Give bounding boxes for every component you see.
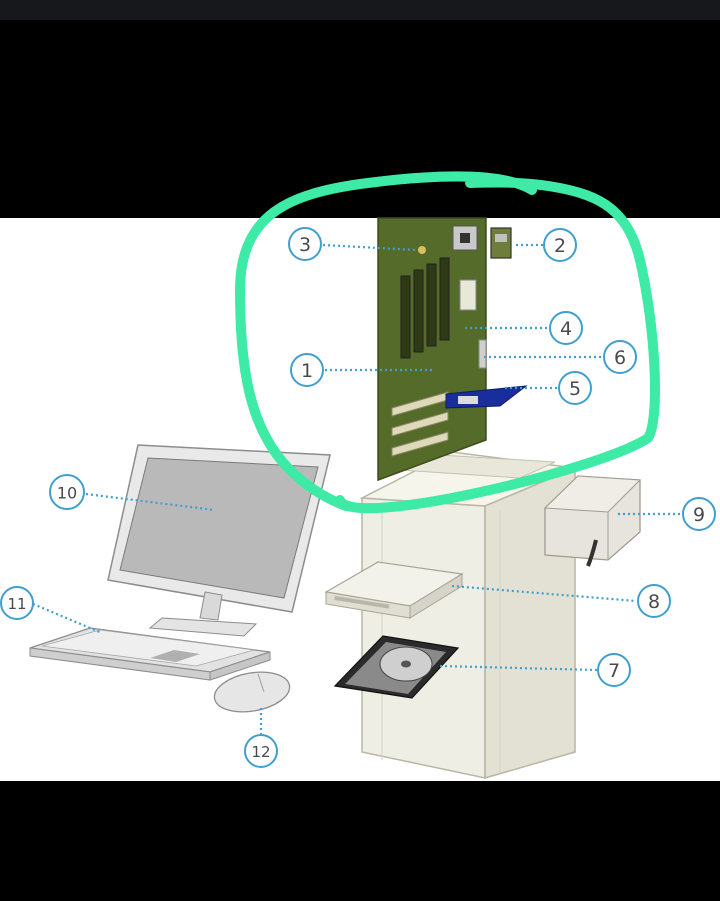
callout-4: 4 <box>549 311 583 345</box>
hard-disk-drive <box>333 635 460 699</box>
callout-label: 10 <box>57 484 77 503</box>
ram-module <box>490 227 512 259</box>
callout-5: 5 <box>558 371 592 405</box>
callout-1: 1 <box>290 353 324 387</box>
callout-leaders <box>32 243 682 734</box>
keyboard <box>29 627 271 681</box>
callout-label: 8 <box>648 591 660 613</box>
callout-label: 11 <box>7 595 26 613</box>
monitor <box>107 444 331 637</box>
callout-8: 8 <box>637 584 671 618</box>
callout-label: 2 <box>554 235 566 257</box>
callout-11: 11 <box>0 586 34 620</box>
power-supply <box>543 475 642 567</box>
callout-7: 7 <box>597 653 631 687</box>
optical-drive <box>324 561 464 619</box>
callout-label: 12 <box>251 743 270 761</box>
highlight-annotation <box>235 171 660 514</box>
callout-3: 3 <box>288 227 322 261</box>
callout-2: 2 <box>543 228 577 262</box>
expansion-card <box>445 385 528 409</box>
callout-label: 3 <box>299 234 311 256</box>
callout-label: 5 <box>569 378 581 400</box>
callout-label: 1 <box>301 360 313 382</box>
status-bar <box>0 0 720 20</box>
motherboard <box>377 217 487 482</box>
callout-label: 7 <box>608 660 620 682</box>
callout-6: 6 <box>603 340 637 374</box>
callout-label: 6 <box>614 347 626 369</box>
callout-12: 12 <box>244 734 278 768</box>
callout-label: 9 <box>693 504 705 526</box>
callout-label: 4 <box>560 318 572 340</box>
callout-9: 9 <box>682 497 716 531</box>
mouse <box>213 671 291 713</box>
callout-10: 10 <box>49 474 85 510</box>
